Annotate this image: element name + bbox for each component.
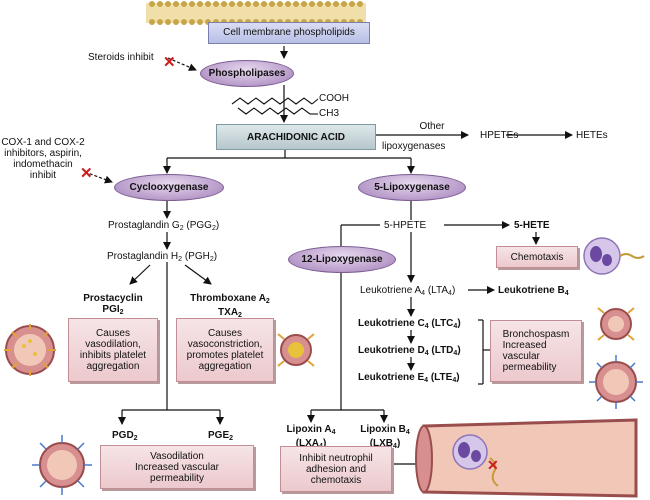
cox-inhibitors-line1: COX-1 and COX-2	[1, 137, 85, 148]
txa2-label: TXA2	[218, 307, 242, 319]
vessel-prostacyclin-graphic	[4, 324, 56, 376]
other-lipoxygenases-line2: lipoxygenases	[382, 141, 446, 152]
pgg2-label: Prostaglandin G2 (PGG2)	[108, 220, 220, 232]
cyclooxygenase-enzyme: Cyclooxygenase	[114, 174, 224, 201]
prostacyclin-line1: Prostacyclin	[83, 293, 143, 304]
leukotriene-effect-line1: Bronchospasm	[502, 329, 570, 340]
ch3-label: CH3	[319, 108, 340, 119]
lipoxin-effect-box: Inhibit neutrophil adhesion and chemotax…	[280, 446, 392, 492]
ltc4-label: Leukotriene C4 (LTC4)	[358, 318, 461, 330]
cell-membrane-label: Cell membrane phospholipids	[223, 27, 355, 38]
cell-membrane-phospholipids-box: Cell membrane phospholipids	[208, 22, 370, 44]
hpetes-label: HPETEs	[480, 130, 519, 141]
vessel-pg-graphic	[32, 435, 92, 495]
chemotaxis-box: Chemotaxis	[496, 246, 578, 268]
thromboxane-effect-line2: vasoconstriction,	[187, 339, 263, 350]
prostacyclin-label: Prostacyclin PGI2	[70, 293, 156, 318]
thromboxane-effect-line3: promotes platelet	[186, 350, 264, 361]
cox-inhibitors-line2: inhibitors, aspirin,	[4, 148, 82, 159]
other-lipoxygenases-label: Other	[392, 121, 472, 132]
prostacyclin-effect-box: Causes vasodilation, inhibits platelet a…	[68, 318, 158, 382]
5-lipoxygenase-label: 5-Lipoxygenase	[374, 182, 450, 193]
thromboxane-effect-line1: Causes	[208, 328, 242, 339]
prostacyclin-effect-line2: vasodilation,	[85, 339, 141, 350]
thromboxane-line1: Thromboxane A2	[190, 293, 270, 305]
thromboxane-effect-box: Causes vasoconstriction, promotes platel…	[176, 318, 274, 382]
12-lipoxygenase-enzyme: 12-Lipoxygenase	[288, 246, 396, 273]
hetes-label: HETEs	[576, 130, 608, 141]
neutrophil-chemotaxis-graphic	[583, 237, 645, 275]
svg-text:✕: ✕	[487, 457, 499, 473]
phospholipases-enzyme: Phospholipases	[200, 60, 294, 87]
cox-inhibitors-line3: indomethacin	[13, 159, 73, 170]
vessel-thromboxane-graphic	[277, 333, 315, 367]
leukotriene-effect-line2: Increased	[502, 340, 547, 351]
lte4-label: Leukotriene E4 (LTE4)	[358, 372, 460, 384]
ltd4-label: Leukotriene D4 (LTD4)	[358, 345, 461, 357]
steroids-inhibit-label: Steroids inhibit	[88, 52, 154, 63]
lta4-label: Leukotriene A4 (LTA4)	[360, 285, 456, 297]
thromboxane-effect-line4: aggregation	[198, 361, 252, 372]
phospholipases-label: Phospholipases	[208, 68, 286, 79]
5-lipoxygenase-enzyme: 5-Lipoxygenase	[358, 174, 466, 201]
pgi2-label: PGI2	[102, 304, 124, 316]
pg-effect-line3: permeability	[150, 472, 204, 484]
arachidonic-acid-label: ARACHIDONIC ACID	[247, 131, 345, 143]
12-lipoxygenase-label: 12-Lipoxygenase	[301, 254, 383, 265]
cox-inhibit-x-icon: ✕	[80, 165, 93, 182]
leukotriene-effect-box: Bronchospasm Increased vascular permeabi…	[490, 320, 582, 382]
lipoxin-b4-label: Lipoxin B4 (LXB4)	[360, 424, 410, 450]
steroid-inhibit-x-icon: ✕	[163, 54, 176, 71]
pg-effect-line1: Vasodilation	[150, 450, 204, 462]
lipoxin-effect-line2: adhesion and	[305, 463, 367, 475]
vessel-leukotriene-graphic-1	[597, 307, 635, 341]
prostacyclin-effect-line4: aggregation	[86, 361, 140, 372]
cox-inhibitors-label: COX-1 and COX-2 inhibitors, aspirin, ind…	[0, 137, 86, 181]
arachidonic-acid-box: ARACHIDONIC ACID	[216, 124, 376, 150]
vessel-leukotriene-graphic-2	[589, 355, 643, 409]
ltb4-label: Leukotriene B4	[498, 285, 569, 297]
prostacyclin-effect-line1: Causes	[96, 328, 130, 339]
5-hete-label: 5-HETE	[514, 220, 550, 231]
cox-inhibitors-line4: inhibit	[29, 170, 57, 181]
arachidonic-acid-structure	[231, 97, 319, 115]
pg-effect-box: Vasodilation Increased vascular permeabi…	[100, 445, 254, 489]
pgd2-label: PGD2	[112, 430, 138, 442]
pgh2-label: Prostaglandin H2 (PGH2)	[107, 251, 218, 263]
other-lipoxygenases-line1: Other	[419, 121, 445, 132]
leukotriene-effect-line4: permeability	[502, 362, 557, 373]
prostacyclin-effect-line3: inhibits platelet	[79, 350, 147, 361]
leukotriene-effect-line3: vascular	[502, 351, 540, 362]
cooh-label: COOH	[319, 93, 349, 104]
thromboxane-label: Thromboxane A2 TXA2	[180, 293, 280, 321]
lipoxin-effect-line1: Inhibit neutrophil	[299, 452, 373, 464]
pg-effect-line2: Increased vascular	[135, 461, 219, 473]
lipoxin-effect-line3: chemotaxis	[310, 474, 362, 486]
5-hpete-label: 5-HPETE	[384, 220, 427, 231]
chemotaxis-label: Chemotaxis	[510, 251, 564, 263]
cyclooxygenase-label: Cyclooxygenase	[129, 182, 209, 193]
pge2-label: PGE2	[208, 430, 234, 442]
vessel-lipoxin-graphic: ✕	[415, 418, 638, 498]
